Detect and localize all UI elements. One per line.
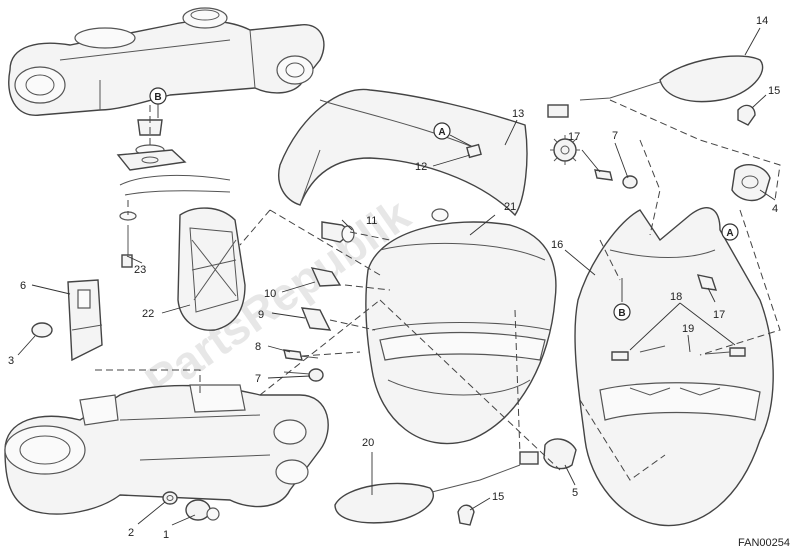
callout-14: 14: [756, 15, 768, 27]
callout-19: 19: [682, 323, 694, 335]
part-17-screw-top: [594, 169, 638, 189]
part-13-upper-fairing: [278, 88, 528, 217]
svg-text:A: A: [438, 127, 445, 138]
callout-6: 6: [20, 280, 26, 292]
callout-7-left: 7: [255, 373, 261, 385]
callout-8: 8: [255, 341, 261, 353]
part-21-headlight-unit: [365, 208, 557, 445]
part-19-screw: [639, 345, 731, 355]
callout-12: 12: [415, 161, 427, 173]
part-18-screw-pair: [611, 347, 746, 361]
gear-icon: [550, 135, 580, 165]
callout-2: 2: [128, 527, 134, 539]
part-16-fairing-shell: [574, 207, 774, 527]
part-3-nut: [31, 322, 53, 338]
svg-text:A: A: [726, 228, 733, 239]
callout-16: 16: [551, 239, 563, 251]
reference-badge-a-right: A: [721, 223, 739, 241]
part-15-bulb-top: [737, 104, 756, 126]
part-2-washer: [162, 491, 178, 505]
callout-3: 3: [8, 355, 14, 367]
lower-triple-clamp: [4, 384, 329, 515]
part-9-adjuster: [300, 307, 332, 331]
callout-1: 1: [163, 529, 169, 541]
callout-21: 21: [504, 201, 516, 213]
callout-13: 13: [512, 108, 524, 120]
reference-badge-a-top: A: [433, 122, 451, 140]
callout-20: 20: [362, 437, 374, 449]
part-15-bulb-bottom: [457, 504, 475, 526]
callout-17-right: 17: [713, 309, 725, 321]
part-17-screw-right: [696, 274, 718, 291]
callout-22: 22: [142, 308, 154, 320]
part-10-bulb: [310, 267, 342, 287]
part-4-socket: [731, 164, 771, 202]
callout-7: 7: [612, 130, 618, 142]
part-12-clip: [466, 143, 482, 159]
reference-badge-b-right: B: [613, 303, 631, 321]
diagram-reference-code: FAN00254: [738, 537, 790, 549]
callout-leaders: [17, 27, 776, 526]
callout-9: 9: [258, 309, 264, 321]
callout-4: 4: [772, 203, 778, 215]
assembly-line-center: [301, 231, 666, 481]
callout-11: 11: [366, 215, 377, 227]
callout-15: 15: [768, 85, 780, 97]
svg-text:B: B: [618, 308, 625, 319]
part-14-turn-indicator-right: [547, 55, 764, 118]
upper-triple-clamp: [8, 7, 325, 116]
callout-10: 10: [264, 288, 276, 300]
part-11-bulb: [321, 221, 355, 243]
svg-text:B: B: [154, 92, 161, 103]
part-5-socket: [543, 438, 577, 470]
callout-15-bottom: 15: [492, 491, 504, 503]
callout-18: 18: [670, 291, 682, 303]
part-1-grommet: [185, 499, 220, 521]
part-6-bracket: [67, 279, 103, 362]
callout-23: 23: [134, 264, 146, 276]
assembly-line-frame: [95, 209, 561, 471]
callout-17: 17: [568, 131, 580, 143]
reference-badge-b: B: [149, 87, 167, 105]
part-22-grommet-frame: [177, 207, 246, 331]
callout-5: 5: [572, 487, 578, 499]
part-20-turn-indicator-left: [334, 451, 539, 524]
callout-numbers: 14 15 13 12 17 7 4 11 21 16 10 9 8 7 18 …: [8, 15, 780, 541]
